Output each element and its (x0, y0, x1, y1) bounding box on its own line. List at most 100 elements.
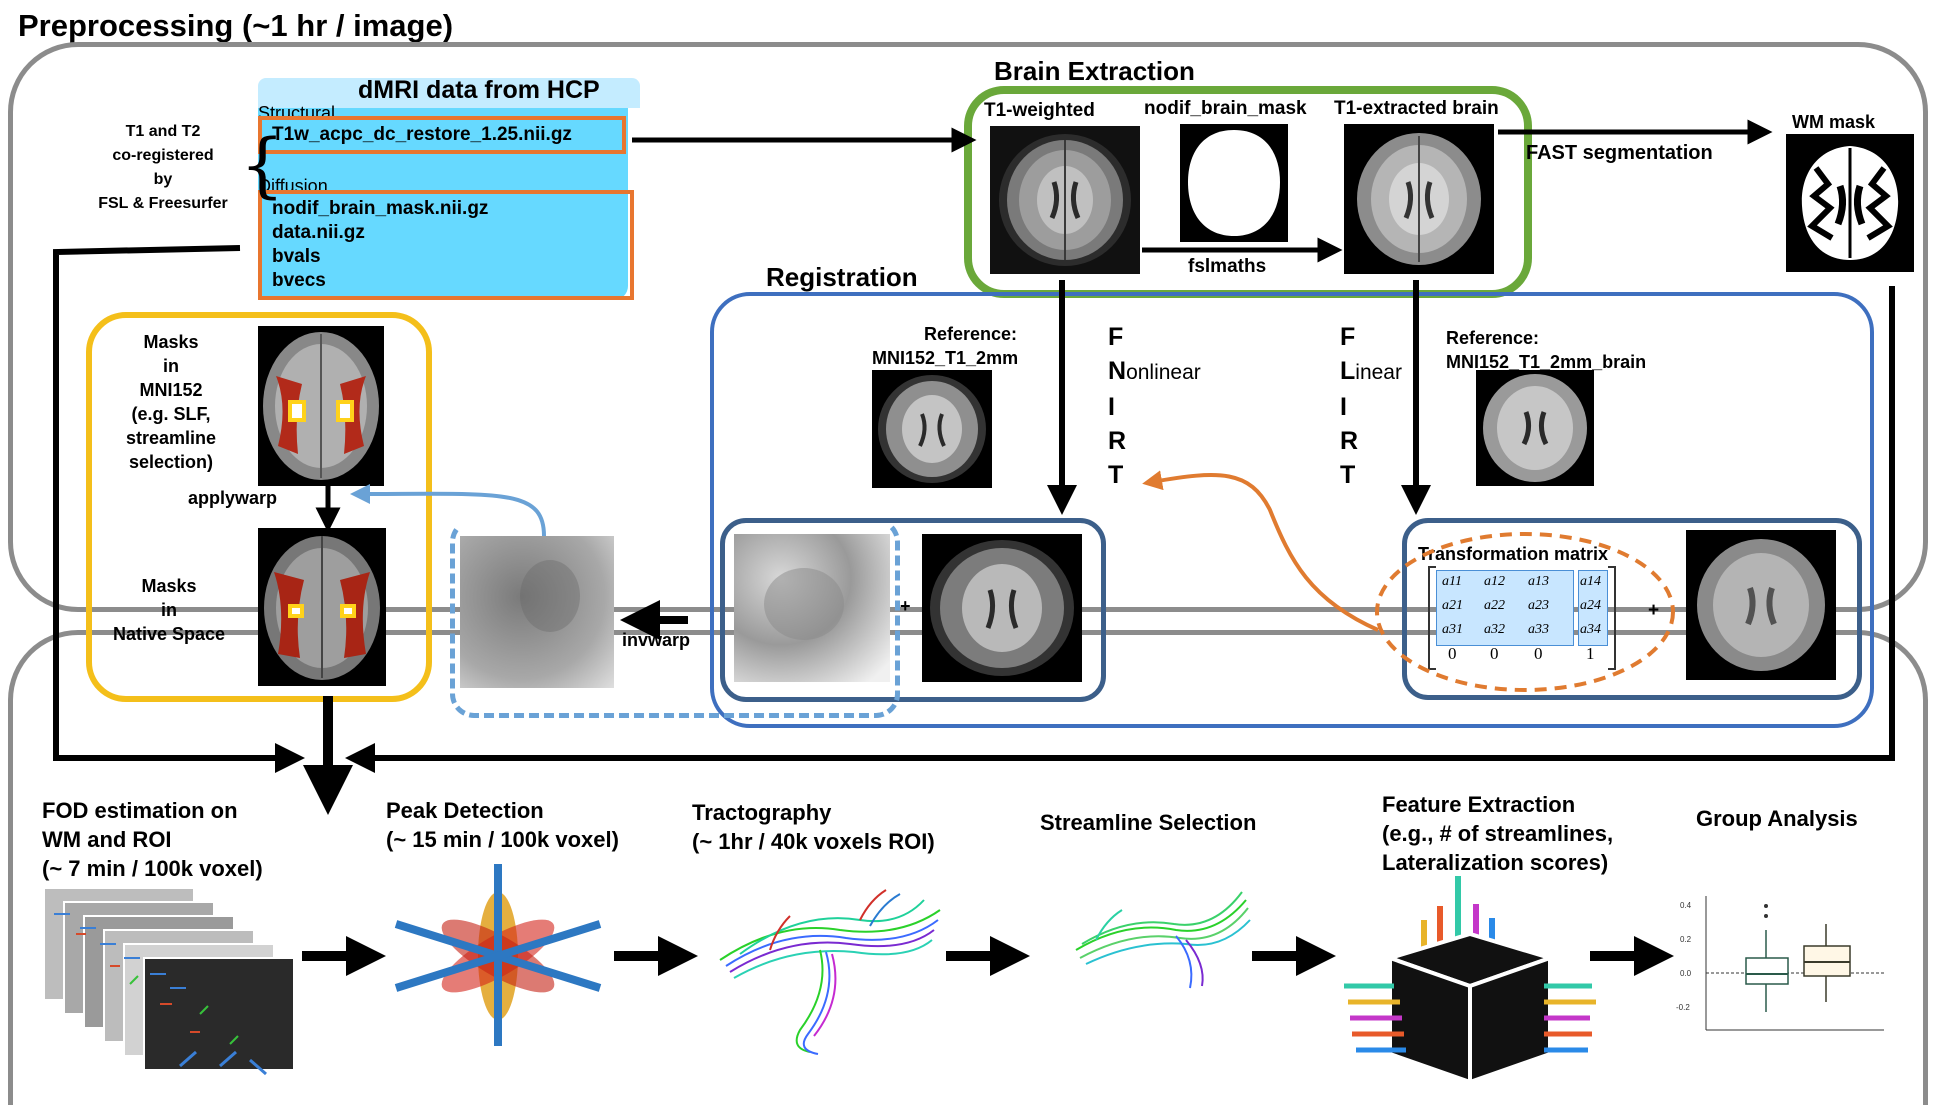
fnirt-letter-n-glyph: N (1108, 357, 1127, 385)
hcp-header-tab (258, 78, 640, 108)
matrix-bracket-right (1608, 566, 1616, 670)
flirt-rest: inear (1355, 361, 1402, 384)
coreg-line-4: FSL & Freesurfer (98, 195, 228, 212)
matrix-a11: a11 (1442, 574, 1462, 589)
matrix-a21: a21 (1442, 598, 1463, 613)
fnirt-letter-n: Nonlinear (1108, 354, 1201, 390)
ref-right-2: MNI152_T1_2mm_brain (1446, 352, 1647, 372)
matrix-highlight-left (1436, 570, 1574, 646)
mni-masks-image (258, 326, 384, 486)
fslmaths-label: fslmaths (1188, 256, 1267, 277)
flirt-letter-l: Linear (1340, 354, 1402, 390)
group-analysis-boxplot: 0.4 0.2 0.0 -0.2 (1676, 896, 1884, 1031)
diffusion-file-1: nodif_brain_mask.nii.gz (272, 198, 489, 219)
fnirt-letter-f: F (1108, 323, 1124, 351)
linear-result-box (1402, 518, 1862, 700)
masks-top-line-6: selection) (128, 452, 214, 472)
diffusion-file-4: bvecs (272, 270, 326, 291)
step-fod-line-1: FOD estimation on (42, 798, 238, 823)
brain-extraction-title: Brain Extraction (994, 56, 1195, 86)
y-tick-0.2: 0.2 (1680, 935, 1692, 944)
transform-title: Transformation matrix (1418, 544, 1609, 564)
step-selection-line-1: Streamline Selection (1040, 810, 1257, 835)
warped-t1-image (922, 534, 1082, 682)
fast-label: FAST segmentation (1526, 142, 1713, 164)
transform-matrix: a11 a12 a13 a14 a21 a22 a23 a24 a31 a32 … (1418, 566, 1638, 674)
nonlinear-result-box (720, 518, 1106, 702)
wm-mask-label: WM mask (1792, 112, 1876, 132)
y-tick-0.0: 0.0 (1680, 969, 1692, 978)
masks-top-line-2: in (163, 356, 179, 376)
peak-detection-image (394, 864, 602, 1046)
matrix-highlight-right (1578, 570, 1608, 646)
ref-right-1: Reference: (1446, 328, 1540, 348)
coreg-line-2: co-registered (112, 147, 214, 164)
step-feature-line-2: (e.g., # of streamlines, (1382, 821, 1614, 846)
matrix-a22: a22 (1484, 598, 1505, 613)
t1-brain-image (990, 126, 1140, 274)
structural-file-box (258, 116, 626, 154)
masks-box (86, 312, 432, 702)
affine-brain-image (1686, 530, 1836, 680)
t1-label: T1-weighted (984, 100, 1095, 121)
extracted-label: T1-extracted brain (1334, 98, 1499, 119)
masks-bottom-line-3: Native Space (112, 624, 226, 644)
matrix-a34: a34 (1580, 622, 1601, 637)
registration-title: Registration (766, 262, 918, 292)
matrix-zero-3: 0 (1534, 644, 1543, 663)
step-feature-line-1: Feature Extraction (1382, 792, 1576, 817)
fnirt-letter-i: I (1108, 393, 1115, 421)
flirt-label: F Linear I R T (1340, 320, 1402, 492)
registration-box (710, 292, 1874, 728)
step-peak-line-1: Peak Detection (386, 798, 544, 823)
y-tick-neg0.2: -0.2 (1676, 1003, 1690, 1012)
mni152-brain-image (1476, 370, 1594, 486)
t1-extracted-image (1344, 124, 1494, 274)
plus-nonlinear: + (900, 596, 911, 616)
matrix-a33: a33 (1528, 622, 1549, 637)
diffusion-file-3: bvals (272, 246, 321, 267)
hcp-header: dMRI data from HCP (358, 76, 600, 104)
masks-top-line-4: (e.g. SLF, (131, 404, 211, 424)
masks-top-line-3: MNI152 (139, 380, 203, 400)
feature-extraction-image (1344, 876, 1596, 1085)
coreg-brace: { (240, 124, 285, 206)
flirt-letter-r: R (1340, 427, 1359, 455)
step-peak-line-2: (~ 15 min / 100k voxel) (386, 827, 619, 852)
matrix-one: 1 (1586, 644, 1595, 663)
step-tract-line-2: (~ 1hr / 40k voxels ROI) (692, 829, 935, 854)
step-group-line-1: Group Analysis (1696, 806, 1858, 831)
warp-field-image (734, 534, 890, 682)
fnirt-rest: onlinear (1126, 361, 1201, 384)
coreg-line-1: T1 and T2 (125, 123, 201, 140)
step-fod-text: FOD estimation on WM and ROI (~ 7 min / … (42, 796, 263, 883)
step-fod-line-3: (~ 7 min / 100k voxel) (42, 856, 263, 881)
flirt-letter-t: T (1340, 461, 1356, 489)
brain-mask-image (1180, 124, 1288, 242)
matrix-a13: a13 (1528, 574, 1549, 589)
matrix-a14: a14 (1580, 574, 1601, 589)
inverse-warp-image (460, 536, 614, 688)
diffusion-file-2: data.nii.gz (272, 222, 365, 243)
fnirt-letter-r: R (1108, 427, 1127, 455)
flirt-letter-l-glyph: L (1340, 357, 1356, 385)
matrix-zero-1: 0 (1448, 644, 1457, 663)
matrix-a31: a31 (1442, 622, 1463, 637)
page-title: Preprocessing (~1 hr / image) (18, 8, 454, 43)
matrix-bracket-left (1428, 566, 1436, 670)
masks-bottom-text: Masks in Native Space (104, 574, 234, 646)
applywarp-label: applywarp (188, 488, 278, 508)
masks-bottom-line-1: Masks (141, 576, 197, 596)
step-feature-text: Feature Extraction (e.g., # of streamlin… (1382, 790, 1613, 877)
masks-top-line-5: streamline (125, 428, 217, 448)
ref-left-1: Reference: (924, 324, 1018, 344)
fnirt-label: F Nonlinear I R T (1108, 320, 1201, 492)
matrix-a24: a24 (1580, 598, 1601, 613)
step-feature-line-3: Lateralization scores) (1382, 850, 1609, 875)
coreg-line-3: by (153, 171, 173, 188)
flirt-letter-f: F (1340, 323, 1356, 351)
diffusion-files-box (258, 190, 634, 300)
matrix-a12: a12 (1484, 574, 1505, 589)
matrix-a23: a23 (1528, 598, 1549, 613)
